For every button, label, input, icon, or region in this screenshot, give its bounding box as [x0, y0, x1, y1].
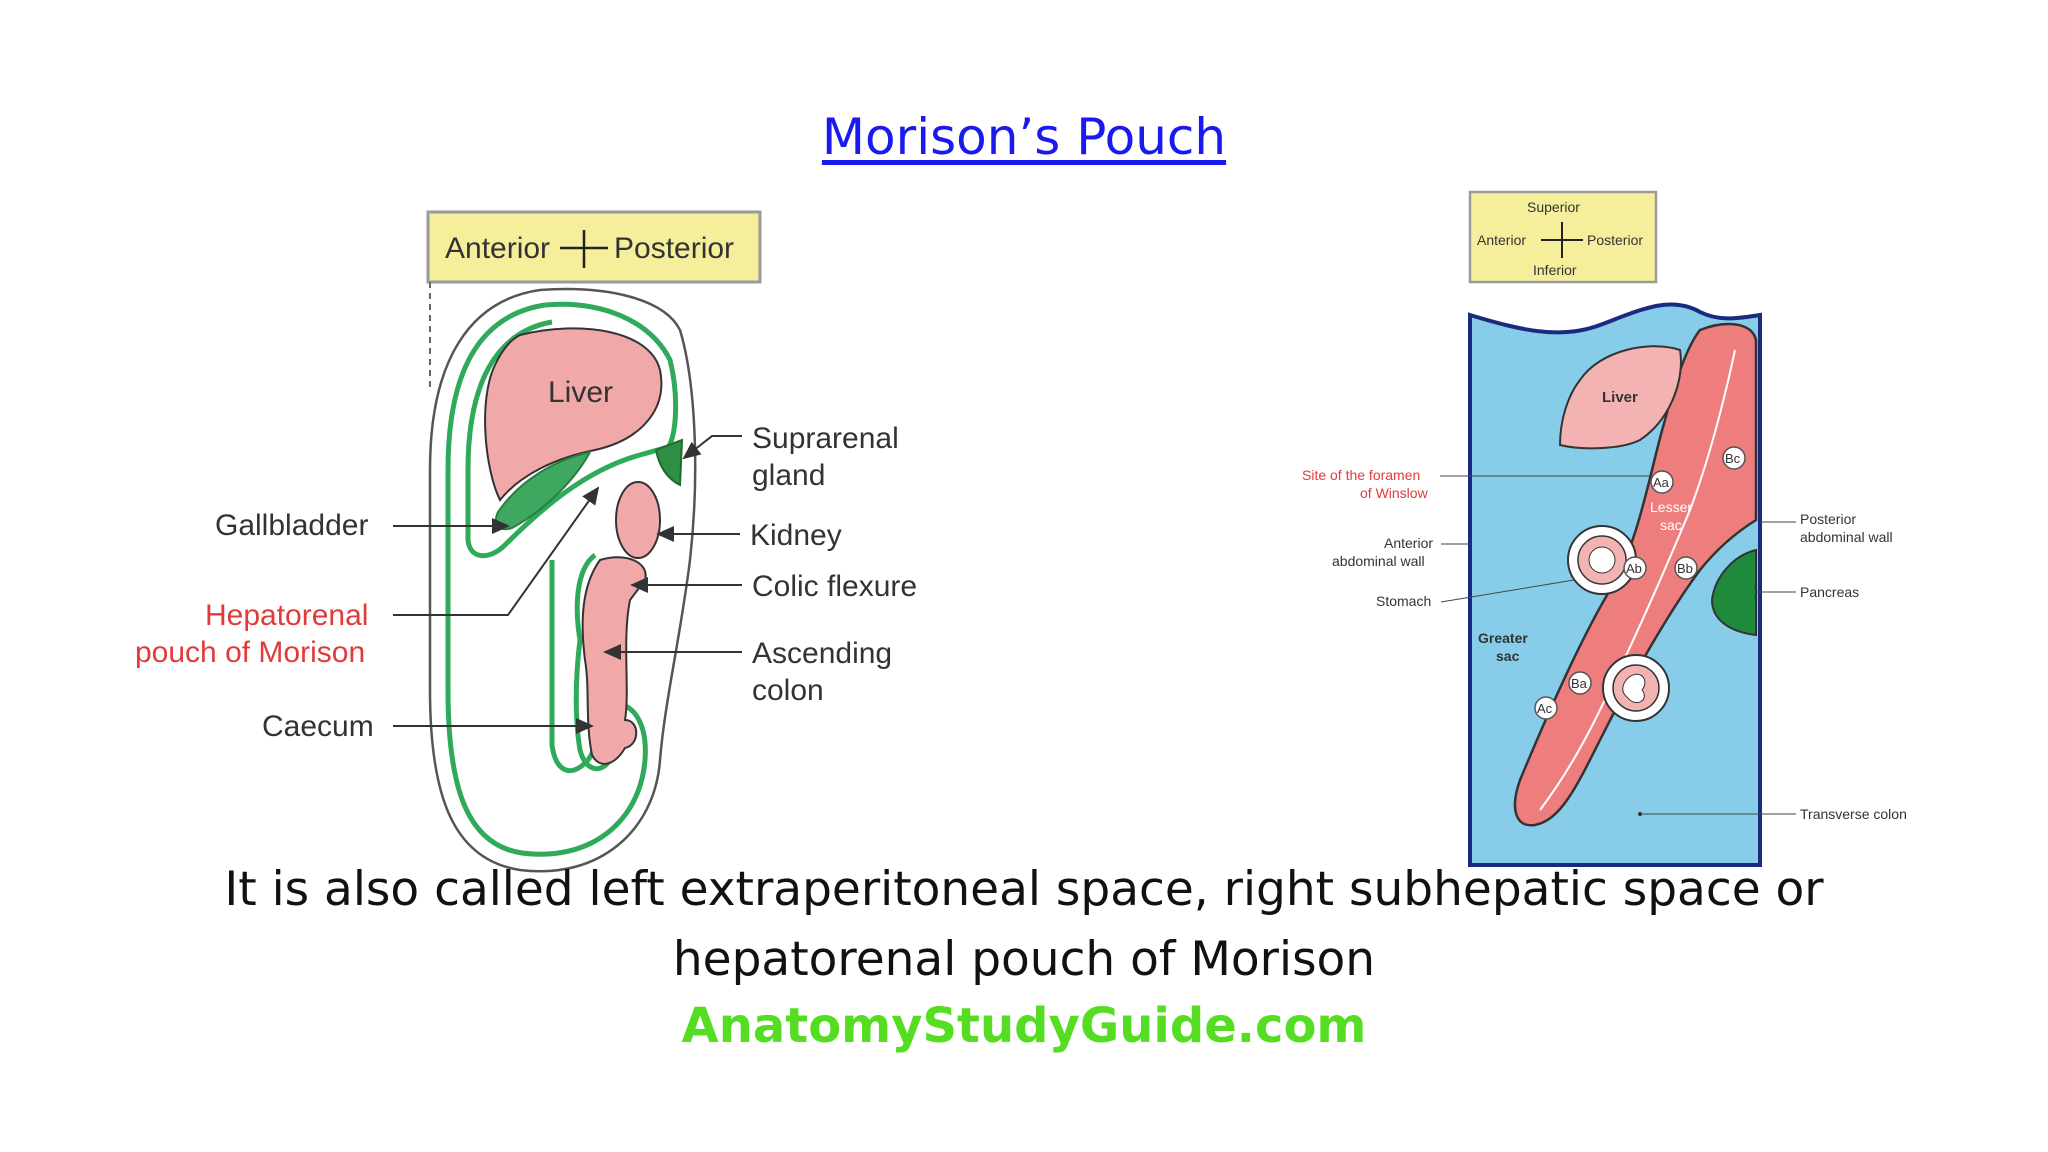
- page-title-link[interactable]: Morison’s Pouch: [821, 108, 1227, 166]
- kidney-label: Kidney: [750, 519, 842, 552]
- right-orientation-cross: [1541, 222, 1583, 258]
- transverse-colon-leader-dot: [1638, 812, 1642, 816]
- ascending-colon-label-line2: colon: [752, 674, 824, 707]
- posterior-wall-label-line2: abdominal wall: [1800, 529, 1893, 545]
- suprarenal-label-line1: Suprarenal: [752, 422, 899, 455]
- svg-text:Aa: Aa: [1653, 475, 1670, 490]
- left-orientation-cross: [560, 230, 608, 268]
- right-liver-label: Liver: [1602, 389, 1638, 406]
- ascending-colon-shape: [581, 556, 647, 765]
- stomach-leader: [1440, 579, 1575, 603]
- right-orientation-posterior: Posterior: [1587, 232, 1643, 248]
- inner-peritoneum: [465, 319, 669, 559]
- suprarenal-gland-shape: [654, 438, 684, 487]
- svg-text:Ab: Ab: [1626, 561, 1642, 576]
- caption-text: It is also called left extraperitoneal s…: [224, 862, 1824, 987]
- posterior-wall-label-line1: Posterior: [1800, 511, 1856, 527]
- svg-text:Bb: Bb: [1677, 561, 1693, 576]
- right-sagittal-diagram: Superior Anterior Posterior Inferior Liv…: [1302, 190, 1907, 867]
- transverse-colon-lumen: [1622, 673, 1646, 703]
- greater-sac-label-line2: sac: [1496, 648, 1520, 664]
- pancreas-label: Pancreas: [1800, 584, 1859, 600]
- lesser-sac-inner-line: [1539, 349, 1736, 811]
- right-liver-shape: [1558, 345, 1682, 450]
- ascending-colon-label-line1: Ascending: [752, 637, 892, 670]
- left-liver-label: Liver: [548, 376, 613, 409]
- left-orientation-posterior: Posterior: [614, 232, 734, 265]
- kidney-shape: [615, 481, 661, 559]
- foramen-label-line2: of Winslow: [1360, 485, 1429, 501]
- hepatorenal-leader: [393, 486, 600, 616]
- caecum-label: Caecum: [262, 710, 374, 743]
- lesser-sac-label-line2: sac: [1660, 517, 1682, 533]
- marker-ab: Ab: [1623, 556, 1647, 580]
- right-orientation-anterior: Anterior: [1477, 232, 1526, 248]
- marker-ac: Ac: [1534, 696, 1558, 720]
- hepatorenal-label-line2: pouch of Morison: [135, 636, 365, 669]
- posterior-peritoneum: [544, 301, 679, 449]
- hepatorenal-label-line1: Hepatorenal: [205, 599, 368, 632]
- colon-peritoneum: [573, 553, 613, 772]
- suprarenal-label-line2: gland: [752, 459, 825, 492]
- marker-ba: Ba: [1568, 671, 1592, 695]
- suprarenal-leader: [682, 435, 742, 460]
- svg-text:Ac: Ac: [1537, 701, 1553, 716]
- marker-bc: Bc: [1722, 446, 1746, 470]
- left-sagittal-diagram: Anterior Posterior Liver Gallbladder Hep…: [135, 210, 917, 873]
- gallbladder-label: Gallbladder: [215, 509, 368, 542]
- colic-flexure-label: Colic flexure: [752, 570, 917, 603]
- greater-sac-label-line1: Greater: [1478, 630, 1528, 646]
- liver-shape: [484, 327, 663, 502]
- left-orientation-anterior: Anterior: [445, 232, 550, 265]
- right-orientation-inferior: Inferior: [1533, 262, 1577, 278]
- stomach-label: Stomach: [1376, 593, 1431, 609]
- anterior-wall-label-line1: Anterior: [1384, 535, 1433, 551]
- anterior-wall-label-line2: abdominal wall: [1332, 553, 1425, 569]
- transverse-colon-label: Transverse colon: [1800, 806, 1907, 822]
- marker-aa: Aa: [1650, 470, 1674, 494]
- right-orientation-superior: Superior: [1527, 199, 1580, 215]
- brand-watermark: AnatomyStudyGuide.com: [681, 998, 1367, 1054]
- pancreas-shape: [1710, 548, 1757, 637]
- marker-bb: Bb: [1674, 556, 1698, 580]
- foramen-label-line1: Site of the foramen: [1302, 467, 1420, 483]
- svg-text:Ba: Ba: [1571, 676, 1588, 691]
- svg-text:Bc: Bc: [1725, 451, 1741, 466]
- stomach-lumen: [1588, 546, 1616, 574]
- lesser-sac-label-line1: Lesser: [1650, 499, 1692, 515]
